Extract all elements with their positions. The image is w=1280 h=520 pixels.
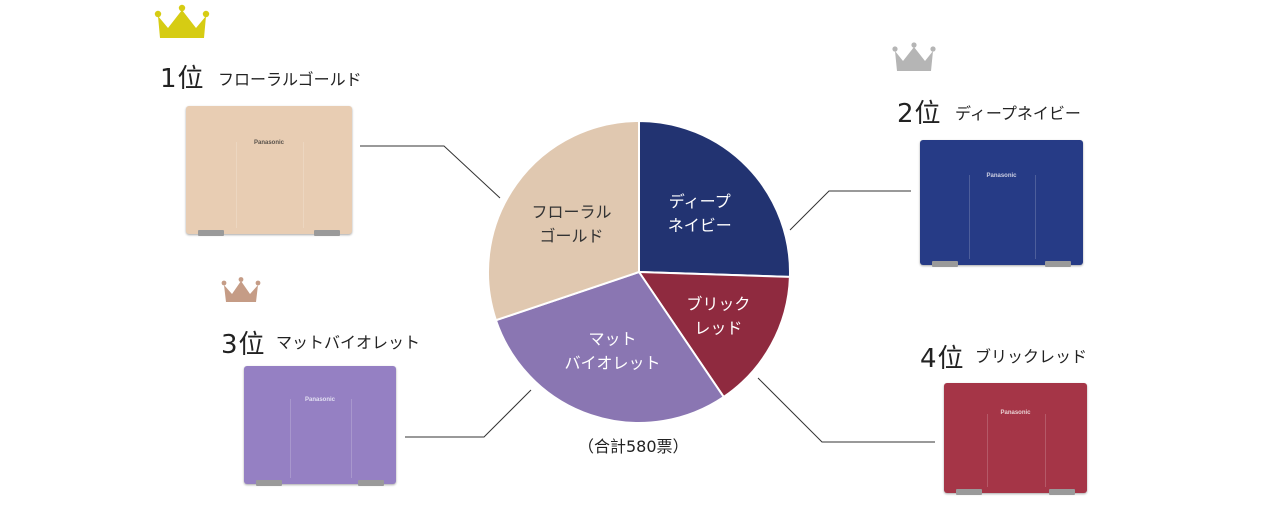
rank-2-name: ディープネイビー <box>955 104 1081 123</box>
laptop-image-matte-violet: Panasonic <box>244 366 396 486</box>
laptop-image-deep-navy: Panasonic <box>920 140 1083 267</box>
crown-bronze-icon <box>221 277 261 302</box>
laptop-image-brick-red: Panasonic <box>944 383 1087 495</box>
laptop-image-floral-gold: Panasonic <box>186 106 352 236</box>
crown-silver-icon <box>892 42 936 71</box>
connector-line-navy <box>789 190 911 231</box>
pie-slice-label-3: フローラルゴールド <box>532 203 612 246</box>
crown-gold-icon <box>154 4 210 38</box>
pie-chart <box>487 119 791 424</box>
pie-slice-3 <box>487 119 640 322</box>
rank-4-name: ブリックレッド <box>975 347 1088 366</box>
rank-3-label: 3位 <box>221 330 266 360</box>
connector-line-red <box>757 377 935 443</box>
pie-slice-label-0: ディープネイビー <box>668 192 732 235</box>
connector-line-gold <box>360 145 501 199</box>
pie-slice-1 <box>637 270 791 399</box>
rank-3-name: マットバイオレット <box>276 333 421 352</box>
total-votes-label: （合計580票） <box>578 437 689 456</box>
rank-1-label: 1位 <box>160 64 205 94</box>
connector-line-violet <box>405 389 532 438</box>
pie-slice-0 <box>638 119 791 278</box>
pie-slice-2 <box>494 270 726 424</box>
rank-1-name: フローラルゴールド <box>218 70 362 89</box>
rank-4-label: 4位 <box>920 344 965 374</box>
rank-2-label: 2位 <box>897 99 942 129</box>
pie-slice-label-2: マットバイオレット <box>564 330 660 373</box>
pie-slice-label-1: ブリックレッド <box>686 295 750 338</box>
